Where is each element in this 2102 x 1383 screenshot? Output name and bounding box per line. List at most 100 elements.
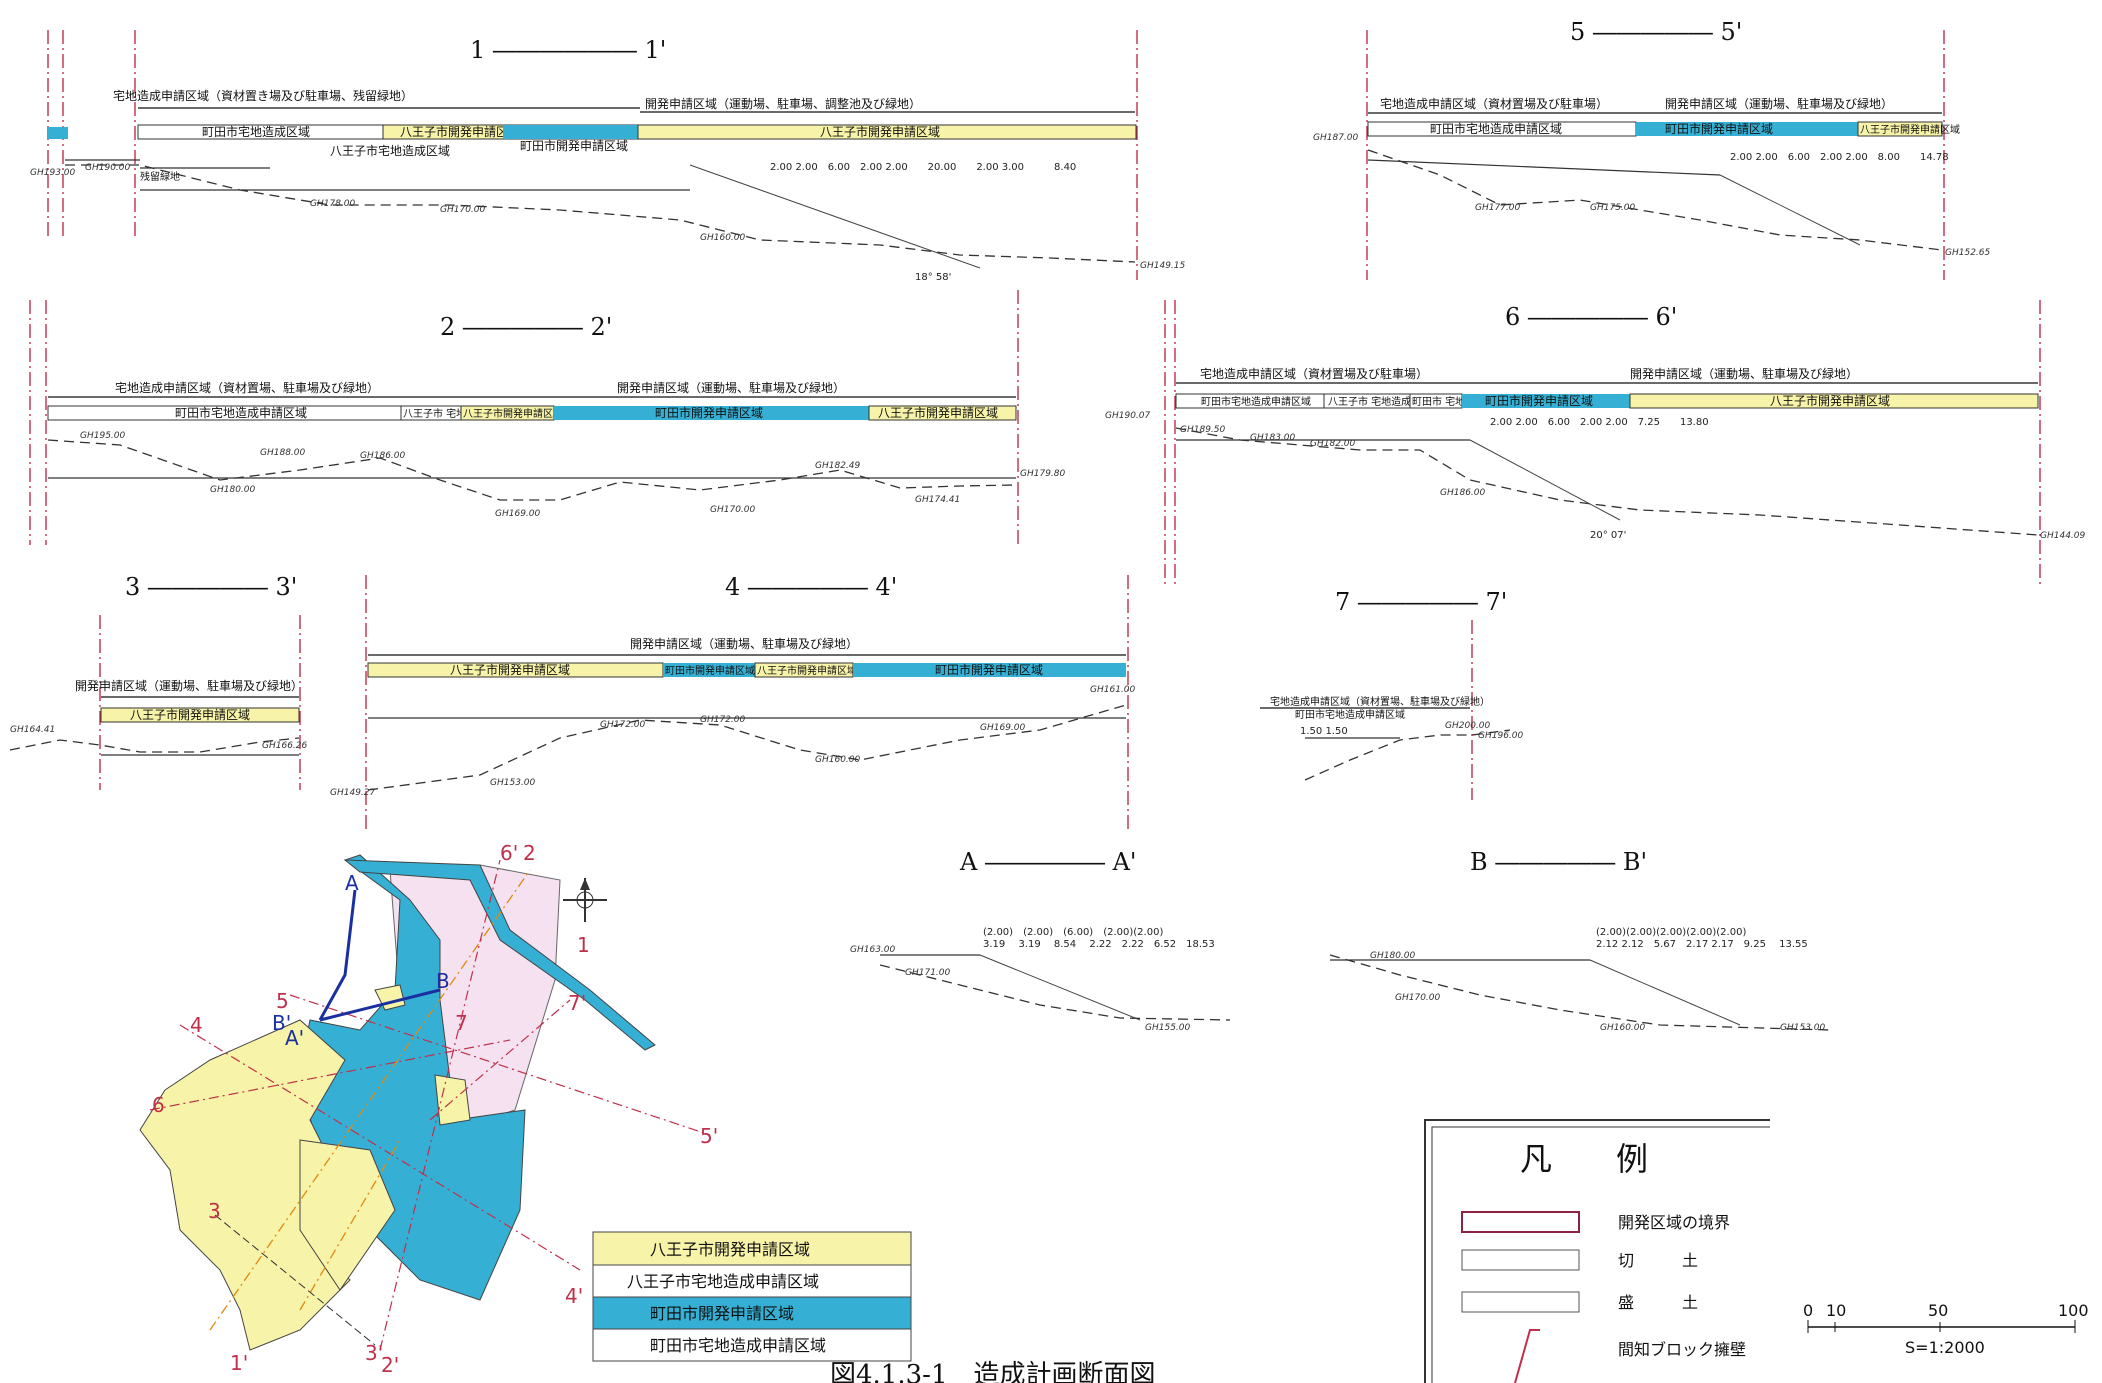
scale-tick-0: 0 xyxy=(1803,1301,1813,1320)
legend-item-cut: 切 土 xyxy=(1618,1251,1698,1270)
map-label-3: 3 xyxy=(208,1199,221,1223)
map-label-4: 4 xyxy=(190,1013,203,1037)
map-legend-item-2: 八王子市宅地造成申請区域 xyxy=(627,1272,819,1291)
section-b-gh-4: GH153.00 xyxy=(1780,1023,1826,1033)
map-legend-item-3: 町田市開発申請区域 xyxy=(650,1304,794,1323)
section-4-gh-4: GH172.00 xyxy=(700,715,746,725)
map-region-hachioji-dev xyxy=(139,1019,351,1351)
section-2-zone-3: 八王子市開発申請区域 xyxy=(463,407,563,420)
section-b: B ――――― B' (2.00)(2.00)(2.00)(2.00)(2.00… xyxy=(1329,848,1831,1033)
section-6-gh-2: GH189.50 xyxy=(1180,425,1226,435)
section-a-gh-2: GH171.00 xyxy=(905,968,951,978)
section-6-zone-4: 町田市開発申請区域 xyxy=(1485,393,1593,408)
section-3-zone-left: 開発申請区域（運動場、駐車場及び緑地） xyxy=(75,678,303,693)
section-2-gh-2: GH188.00 xyxy=(260,448,306,458)
section-b-dims-top: (2.00)(2.00)(2.00)(2.00)(2.00) xyxy=(1596,927,1746,938)
section-6-gh-1: GH190.07 xyxy=(1105,411,1151,421)
section-1-gh-2: GH190.00 xyxy=(85,163,131,173)
legend-title: 凡 例 xyxy=(1520,1140,1648,1178)
section-6-zone-5: 八王子市開発申請区域 xyxy=(1770,393,1890,408)
section-a: A ――――― A' (2.00) (2.00) (6.00) (2.00)(2… xyxy=(850,848,1231,1033)
section-5-gh-4: GH152.65 xyxy=(1945,248,1991,258)
section-2-gh-1: GH195.00 xyxy=(80,431,126,441)
map-legend-item-4: 町田市宅地造成申請区域 xyxy=(650,1336,826,1355)
map-label-b: B xyxy=(436,969,450,993)
legend-item-fill: 盛 土 xyxy=(1618,1293,1698,1312)
section-b-gh-3: GH160.00 xyxy=(1600,1023,1646,1033)
section-6-title: 6 ――――― 6' xyxy=(1505,303,1677,331)
section-b-gh-2: GH170.00 xyxy=(1395,993,1441,1003)
section-4-gh-1: GH149.27 xyxy=(330,788,376,798)
section-1-zone-1: 町田市宅地造成区域 xyxy=(202,124,310,139)
map-label-5p: 5' xyxy=(700,1124,718,1148)
section-6-dims: 2.00 2.00 6.00 2.00 2.00 7.25 13.80 xyxy=(1490,417,1709,428)
section-b-title: B ――――― B' xyxy=(1470,848,1647,876)
section-4: 4 ――――― 4' 開発申請区域（運動場、駐車場及び緑地） 八王子市開発申請区… xyxy=(330,573,1136,830)
section-b-gh-1: GH180.00 xyxy=(1370,951,1416,961)
section-5-zone-right: 開発申請区域（運動場、駐車場及び緑地） xyxy=(1665,96,1893,111)
section-3-gh-2: GH166.26 xyxy=(262,741,308,751)
section-5-zone-left: 宅地造成申請区域（資材置場及び駐車場） xyxy=(1380,96,1608,111)
map-label-a: A xyxy=(345,871,359,895)
legend-boundary-swatch xyxy=(1461,1211,1580,1233)
section-3: 3 ――――― 3' 開発申請区域（運動場、駐車場及び緑地） 八王子市開発申請区… xyxy=(9,573,308,790)
section-2-gh-6: GH170.00 xyxy=(710,505,756,515)
section-4-zone-1: 八王子市開発申請区域 xyxy=(450,662,570,677)
scale-label: S=1:2000 xyxy=(1905,1338,1985,1357)
legend-fill-swatch xyxy=(1461,1291,1580,1313)
map-label-2: 2 xyxy=(523,841,536,865)
section-5-zone-1: 町田市宅地造成申請区域 xyxy=(1430,121,1562,136)
section-2-gh-8: GH174.41 xyxy=(915,495,960,505)
section-2-gh-5: GH169.00 xyxy=(495,509,541,519)
section-2-gh-9: GH179.80 xyxy=(1020,469,1066,479)
plan-map: 6' 2 1 7' 7 5 5' 4 4' 6 3 1' 3' 2' A A' … xyxy=(139,841,912,1377)
map-label-6p: 6' xyxy=(500,841,518,865)
section-1-gh-6: GH149.15 xyxy=(1140,261,1186,271)
section-1-residual: 残留緑地 xyxy=(140,170,180,183)
map-river xyxy=(343,859,656,1051)
section-6: 6 ――――― 6' 宅地造成申請区域（資材置場及び駐車場） 開発申請区域（運動… xyxy=(1105,300,2086,585)
section-7-gh-2: GH196.00 xyxy=(1478,731,1524,741)
section-1: 1 ―――――― 1' 宅地造成申請区域（資材置き場及び駐車場、残留緑地） 開発… xyxy=(30,30,1186,283)
map-label-7: 7 xyxy=(455,1011,468,1035)
section-1-gh-3: GH178.00 xyxy=(310,199,356,209)
section-6-gh-4: GH182.00 xyxy=(1310,439,1356,449)
section-7-zone-left: 宅地造成申請区域（資材置場、駐車場及び緑地） xyxy=(1270,695,1490,708)
legend: 凡 例 開発区域の境界 切 土 盛 土 間知ブロック擁壁 xyxy=(1424,1119,1770,1383)
section-4-gh-5: GH160.00 xyxy=(815,755,861,765)
section-1-gh-5: GH160.00 xyxy=(700,233,746,243)
section-7: 7 ――――― 7' 宅地造成申請区域（資材置場、駐車場及び緑地） 町田市宅地造… xyxy=(1260,588,1524,800)
scale-tick-10: 10 xyxy=(1826,1301,1846,1320)
section-1-zone-right: 開発申請区域（運動場、駐車場、調整池及び緑地） xyxy=(645,96,921,111)
legend-cut-swatch xyxy=(1461,1249,1580,1271)
section-1-gh-1: GH193.00 xyxy=(30,168,76,178)
section-4-title: 4 ――――― 4' xyxy=(725,573,897,601)
section-5-dims: 2.00 2.00 6.00 2.00 2.00 8.00 14.78 xyxy=(1730,152,1949,163)
section-5-gh-3: GH175.00 xyxy=(1590,203,1636,213)
section-6-zone-1: 町田市宅地造成申請区域 xyxy=(1201,395,1311,408)
map-label-2p: 2' xyxy=(381,1353,399,1377)
section-5-zone-2: 町田市開発申請区域 xyxy=(1665,121,1773,136)
section-a-dims-bottom: 3.19 3.19 8.54 2.22 2.22 6.52 18.53 xyxy=(983,939,1215,950)
scale-tick-50: 50 xyxy=(1928,1301,1948,1320)
north-arrow-icon xyxy=(563,878,607,922)
section-1-zone-3: 八王子市宅地造成区域 xyxy=(330,143,450,158)
section-6-angle: 20° 07' xyxy=(1590,530,1626,541)
section-a-title: A ――――― A' xyxy=(959,848,1137,876)
map-legend-item-1: 八王子市開発申請区域 xyxy=(650,1240,810,1259)
section-b-dims-bottom: 2.12 2.12 5.67 2.17 2.17 9.25 13.55 xyxy=(1596,939,1808,950)
section-2-zone-left: 宅地造成申請区域（資材置場、駐車場及び緑地） xyxy=(115,380,379,395)
map-label-7p: 7' xyxy=(568,991,586,1015)
section-a-dims-top: (2.00) (2.00) (6.00) (2.00)(2.00) xyxy=(983,927,1163,938)
section-1-title: 1 ―――――― 1' xyxy=(470,36,666,64)
map-label-4p: 4' xyxy=(565,1284,583,1308)
section-3-gh-1: GH164.41 xyxy=(10,725,55,735)
section-2-gh-3: GH180.00 xyxy=(210,485,256,495)
section-1-gh-4: GH170.00 xyxy=(440,205,486,215)
legend-item-boundary: 開発区域の境界 xyxy=(1618,1213,1730,1232)
section-6-gh-6: GH144.09 xyxy=(2040,531,2086,541)
section-2-zone-4: 町田市開発申請区域 xyxy=(655,405,763,420)
map-label-ap: A' xyxy=(285,1026,304,1050)
section-4-zone-2: 町田市開発申請区域 xyxy=(665,664,755,677)
section-4-gh-6: GH169.00 xyxy=(980,723,1026,733)
